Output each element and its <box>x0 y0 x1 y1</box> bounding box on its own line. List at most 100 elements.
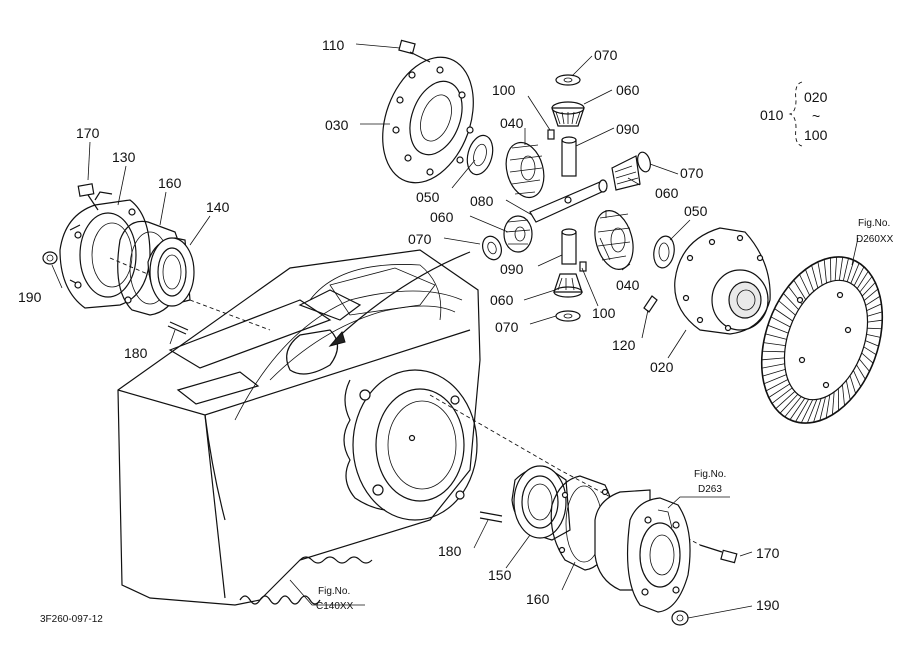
ring-gear-tooth <box>762 350 785 353</box>
ring-gear-tooth <box>761 363 785 369</box>
label-tilde: ~ <box>812 108 820 124</box>
left-bearing-housing <box>59 191 151 309</box>
label-160: 160 <box>526 591 550 607</box>
right-housing-d263 <box>594 489 691 613</box>
ring-gear-tooth <box>805 269 815 292</box>
ring-gear-tooth <box>849 375 857 394</box>
ring-gear-tooth <box>800 399 814 424</box>
label-010: 010 <box>760 107 784 123</box>
ring-gear-tooth <box>865 295 881 306</box>
fig-ref-label: Fig.No. <box>694 469 726 480</box>
fig-ref-number: D260XX <box>856 234 894 245</box>
ring-gear-tooth <box>866 333 881 338</box>
washer-050-right <box>653 235 675 269</box>
figure-code: 3F260-097-12 <box>40 614 103 625</box>
left-stud-180 <box>167 321 189 335</box>
ring-gear-tooth <box>767 324 789 334</box>
ring-gear-tooth <box>867 327 882 330</box>
ring-gear <box>760 256 884 424</box>
fig-ref-number: D263 <box>698 484 722 495</box>
ring-gear-tooth <box>842 258 849 281</box>
label-170: 170 <box>76 125 100 141</box>
fig-ref-number: C140XX <box>316 601 354 612</box>
label-040: 040 <box>500 115 524 131</box>
right-bolt-170 <box>699 544 738 564</box>
ring-gear-tooth <box>842 384 845 406</box>
label-070: 070 <box>594 47 618 63</box>
label-030: 030 <box>325 117 349 133</box>
ring-gear-tooth <box>784 396 802 418</box>
ring-gear-tooth <box>867 319 883 323</box>
ring-gear-tooth <box>819 396 826 421</box>
fig-ref-c140xx: Fig.No. C140XX <box>316 586 354 612</box>
label-060: 060 <box>616 82 640 98</box>
washer-070-right <box>637 151 651 173</box>
ring-gear-tooth <box>762 368 786 377</box>
side-gear-040-bottom <box>594 210 634 270</box>
ring-gear-tooth <box>863 288 879 301</box>
ring-gear-tooth <box>853 370 862 387</box>
ring-gear-tooth <box>831 391 835 415</box>
label-040: 040 <box>616 277 640 293</box>
label-090: 090 <box>500 261 524 277</box>
diff-cover-030 <box>382 56 474 184</box>
washer-050-left <box>466 134 494 176</box>
label-070: 070 <box>408 231 432 247</box>
label-060: 060 <box>430 209 454 225</box>
ring-gear-tooth <box>858 358 870 372</box>
ring-gear-tooth <box>795 399 809 422</box>
pin-120 <box>643 295 658 313</box>
pinion-gear-060-bottom <box>553 273 583 298</box>
ring-gear-tooth <box>856 364 866 380</box>
transmission-case <box>109 249 701 606</box>
ring-gear-tooth <box>778 300 796 316</box>
ring-gear-tooth <box>774 308 793 322</box>
ring-gear-tooth <box>850 262 860 284</box>
ring-gear-tooth <box>763 374 787 385</box>
label-020-range: 020 <box>804 89 828 105</box>
ring-gear-tooth <box>793 279 807 300</box>
label-050: 050 <box>416 189 440 205</box>
label-100: 100 <box>592 305 616 321</box>
diff-case-020 <box>674 227 771 335</box>
cross-shaft-080 <box>529 179 608 223</box>
ring-gear-tooth <box>856 271 869 289</box>
ring-gear-tooth <box>865 340 879 347</box>
part-number-labels: 110 030 100 070 060 090 040 050 080 060 … <box>18 37 780 613</box>
ring-gear-tooth <box>770 316 791 328</box>
label-150: 150 <box>488 567 512 583</box>
fig-ref-label: Fig.No. <box>318 586 350 597</box>
ring-gear-tooth <box>813 398 822 423</box>
ring-gear-tooth <box>866 303 882 312</box>
ring-gear-tooth <box>811 265 819 289</box>
ring-gear-tooth <box>783 293 799 310</box>
ring-gear-tooth <box>845 380 851 401</box>
ring-gear-tooth <box>863 346 877 356</box>
ring-gear-tooth <box>846 260 855 282</box>
washer-070-left <box>481 235 503 261</box>
ring-gear-tooth <box>859 276 873 293</box>
ring-gear-tooth <box>768 383 790 398</box>
label-090: 090 <box>616 121 640 137</box>
ring-gear-tooth <box>861 282 876 297</box>
leader-lines <box>51 43 859 619</box>
ring-gear-tooth <box>761 357 785 361</box>
label-100-range: 100 <box>804 127 828 143</box>
fig-ref-label: Fig.No. <box>858 218 890 229</box>
label-170: 170 <box>756 545 780 561</box>
label-190: 190 <box>756 597 780 613</box>
label-020: 020 <box>650 359 674 375</box>
ring-gear-tooth <box>825 394 831 419</box>
assembly-set-label: 010 020 ~ 100 <box>760 81 828 147</box>
label-120: 120 <box>612 337 636 353</box>
label-110: 110 <box>322 37 345 53</box>
ring-gear-tooth <box>765 379 789 392</box>
ring-gear-tooth <box>867 311 883 317</box>
ring-gear-tooth <box>834 256 838 281</box>
label-180: 180 <box>124 345 148 361</box>
shaft-090-bottom <box>561 228 577 265</box>
label-070: 070 <box>495 319 519 335</box>
ring-gear-tooth <box>823 259 827 284</box>
label-060: 060 <box>490 292 514 308</box>
label-140: 140 <box>206 199 230 215</box>
